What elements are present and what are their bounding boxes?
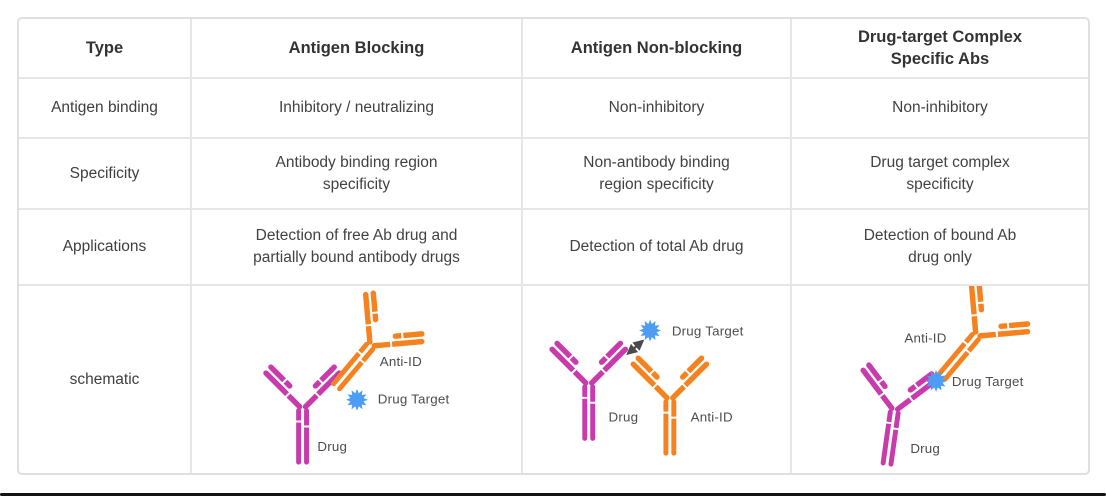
binding-equilibrium-arrow <box>626 339 645 356</box>
table-grid: Type Antigen Blocking Antigen Non-blocki… <box>19 19 1088 473</box>
cell-applications-blocking: Detection of free Ab drug and partially … <box>192 210 523 286</box>
schematic-antigen-non-blocking: Drug Target Drug Anti-ID <box>523 319 744 473</box>
cell-antigen-binding-blocking: Inhibitory / neutralizing <box>192 79 523 139</box>
drug-target-label: Drug Target <box>952 374 1024 389</box>
schematic-cell-antigen-non-blocking: Drug Target Drug Anti-ID <box>523 286 792 473</box>
drug-target-label: Drug Target <box>378 392 450 407</box>
anti-id-label: Anti-ID <box>904 330 946 345</box>
row-label-schematic: schematic <box>19 286 192 473</box>
anti-id-antibody <box>633 358 706 453</box>
schematic-cell-antigen-blocking: Anti-ID Drug Target Drug <box>192 286 523 473</box>
anti-id-label: Anti-ID <box>380 354 422 369</box>
cell-specificity-complex: Drug target complex specificity <box>792 139 1088 210</box>
cell-antigen-binding-non-blocking: Non-inhibitory <box>523 79 792 139</box>
anti-id-label: Anti-ID <box>691 410 733 425</box>
drug-target-star-icon <box>639 319 661 342</box>
cell-specificity-blocking: Antibody binding region specificity <box>192 139 523 210</box>
row-label-specificity: Specificity <box>19 139 192 210</box>
header-antigen-blocking: Antigen Blocking <box>192 19 523 79</box>
header-type: Type <box>19 19 192 79</box>
row-label-antigen-binding: Antigen binding <box>19 79 192 139</box>
schematic-drug-target-complex: Anti-ID Drug Target Drug <box>792 286 1088 473</box>
cell-applications-non-blocking: Detection of total Ab drug <box>523 210 792 286</box>
row-label-applications: Applications <box>19 210 192 286</box>
header-drug-target-complex: Drug-target Complex Specific Abs <box>792 19 1088 79</box>
comparison-table: Type Antigen Blocking Antigen Non-blocki… <box>17 17 1090 475</box>
cell-applications-complex: Detection of bound Ab drug only <box>792 210 1088 286</box>
cell-antigen-binding-complex: Non-inhibitory <box>792 79 1088 139</box>
drug-target-label: Drug Target <box>672 323 744 338</box>
schematic-cell-drug-target-complex: Anti-ID Drug Target Drug <box>792 286 1088 473</box>
drug-target-star-icon <box>346 388 368 411</box>
schematic-antigen-blocking: Anti-ID Drug Target Drug <box>192 286 450 473</box>
drug-label: Drug <box>609 410 639 425</box>
drug-label: Drug <box>910 441 940 456</box>
drug-label: Drug <box>317 439 347 454</box>
header-antigen-non-blocking: Antigen Non-blocking <box>523 19 792 79</box>
figure-bottom-border <box>0 493 1106 496</box>
cell-specificity-non-blocking: Non-antibody binding region specificity <box>523 139 792 210</box>
